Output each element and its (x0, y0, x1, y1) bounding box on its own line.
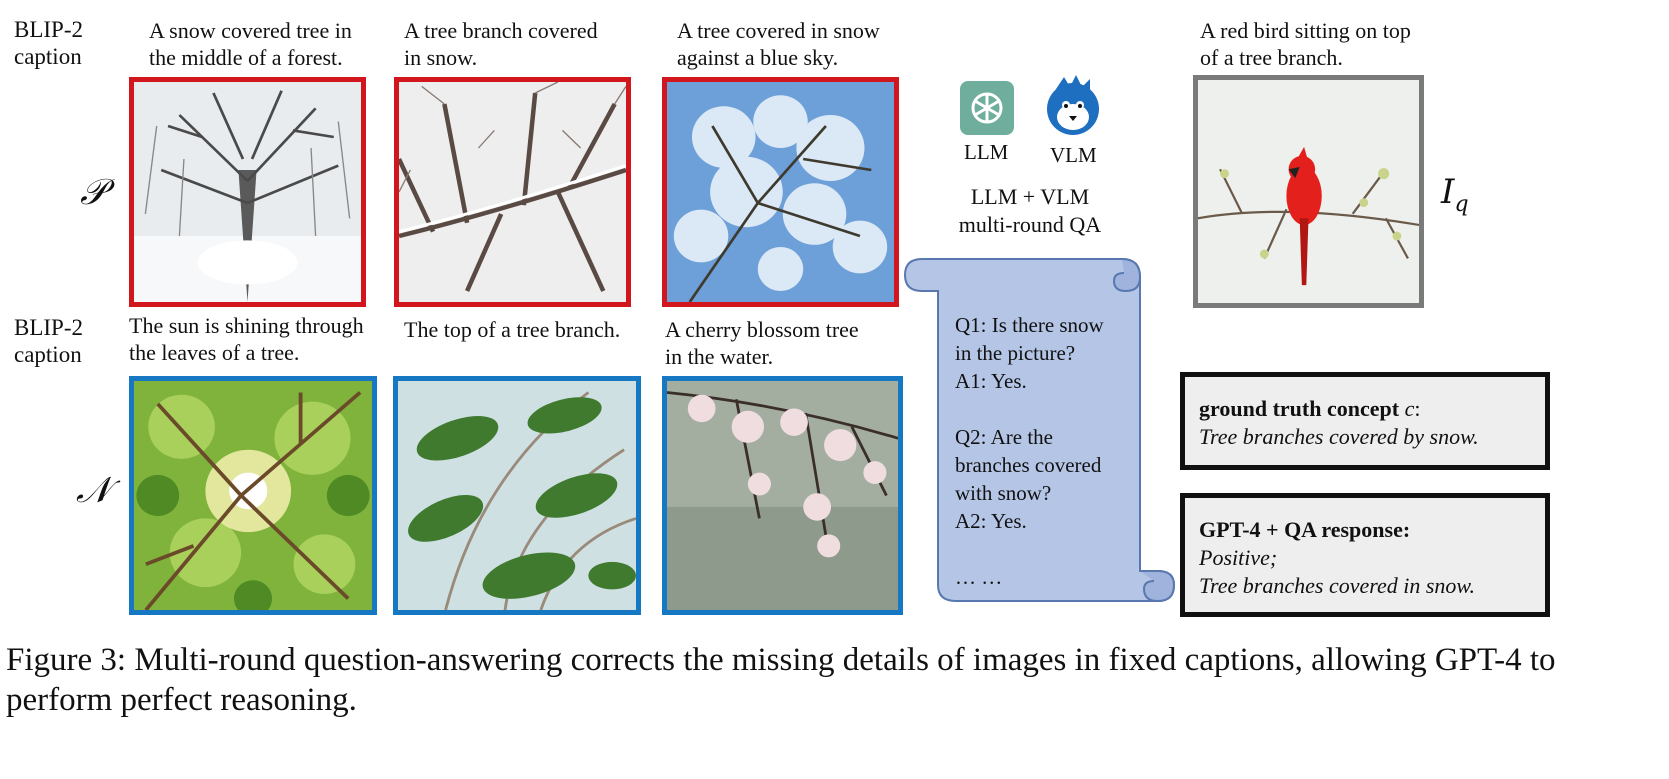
query-image-red-bird (1193, 75, 1424, 308)
query-caption: A red bird sitting on top of a tree bran… (1200, 18, 1411, 70)
gpt-response-concept: Tree branches covered in snow. (1199, 573, 1475, 598)
positive-image-snowy-tree-blue-sky (662, 77, 899, 307)
gpt-response-polarity: Positive; (1199, 545, 1278, 570)
positive-image-snowy-branch (394, 77, 631, 307)
positive-image-snowy-tree-forest (129, 77, 366, 307)
negative-image-windblown-branch (393, 376, 641, 615)
negative-image-sunlit-leaves (129, 376, 377, 615)
qa-scroll (903, 258, 1176, 603)
ground-truth-box: ground truth concept c: Tree branches co… (1180, 372, 1550, 470)
negative-caption-3: A cherry blossom tree in the water. (665, 317, 859, 369)
qa-title: LLM + VLM multi-round QA (958, 184, 1102, 237)
positive-caption-1: A snow covered tree in the middle of a f… (149, 18, 352, 70)
positive-caption-3: A tree covered in snow against a blue sk… (677, 18, 880, 70)
negative-caption-1: The sun is shining through the leaves of… (129, 313, 364, 365)
negative-image-cherry-blossom-water (662, 376, 903, 615)
query-image-symbol: Iq (1441, 172, 1469, 217)
openai-logo-icon (960, 81, 1014, 135)
positive-set-symbol: 𝒫 (80, 172, 106, 213)
figure-caption: Figure 3: Multi-round question-answering… (6, 642, 1556, 718)
gpt-response-label: GPT-4 + QA response: (1199, 517, 1411, 542)
qa-dialogue: Q1: Is there snow in the picture? A1: Ye… (955, 313, 1104, 589)
vlm-label: VLM (1050, 143, 1097, 167)
blip2-caption-label-top: BLIP-2 caption (14, 17, 83, 69)
gpt-response-box: GPT-4 + QA response: Positive; Tree bran… (1180, 493, 1550, 617)
ground-truth-label: ground truth concept (1199, 396, 1405, 421)
concept-variable: c (1404, 396, 1415, 421)
blue-bird-mascot-icon (1042, 73, 1104, 139)
positive-caption-2: A tree branch covered in snow. (404, 18, 598, 70)
llm-label: LLM (964, 140, 1009, 164)
negative-set-symbol: 𝒩 (76, 470, 111, 511)
ground-truth-value: Tree branches covered by snow. (1199, 424, 1479, 449)
blip2-caption-label-bottom: BLIP-2 caption (14, 315, 83, 367)
negative-caption-2: The top of a tree branch. (404, 317, 621, 342)
